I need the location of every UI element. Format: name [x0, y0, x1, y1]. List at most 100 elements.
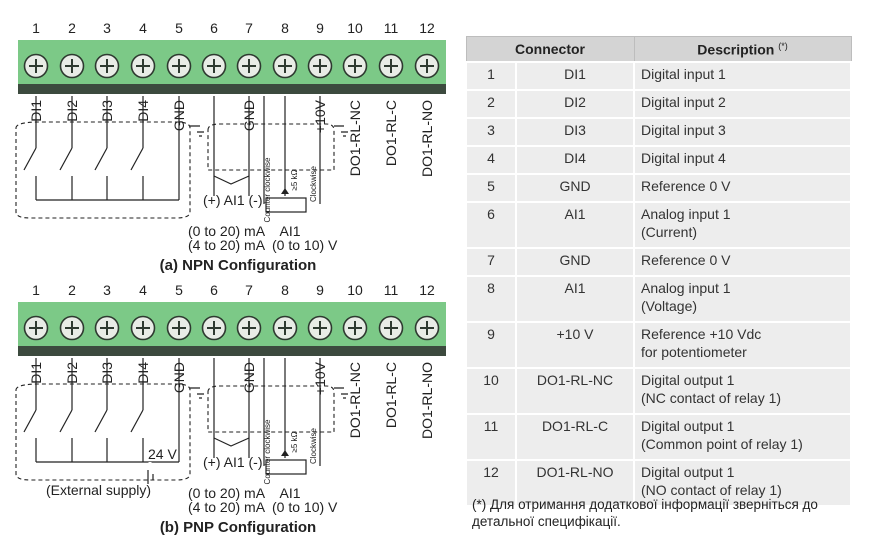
terminal-number: 8 [281, 20, 289, 36]
description-line: (NO contact of relay 1) [641, 482, 782, 498]
description-line: Digital input 3 [641, 122, 726, 138]
connector-number: 1 [465, 61, 517, 91]
terminal-number: 10 [347, 20, 363, 36]
pot-wiper-arrow [281, 450, 289, 456]
terminal-block [18, 302, 446, 346]
terminal-block-base [18, 84, 446, 94]
connector-name: DI4 [515, 145, 635, 175]
terminal-number: 6 [210, 282, 218, 298]
description-line: (Current) [641, 224, 698, 240]
terminal-number: 4 [139, 282, 147, 298]
header-note-mark: (*) [778, 40, 788, 51]
connector-number: 9 [465, 321, 517, 369]
connector-name: DO1-RL-NO [515, 459, 635, 507]
description-line: Analog input 1 [641, 206, 731, 222]
configuration-caption: (b) PNP Configuration [160, 519, 316, 536]
ground-symbol [190, 125, 204, 137]
ground-symbol [334, 387, 348, 399]
connector-description: Analog input 1 (Current) [633, 201, 852, 249]
pot-cw-label: Clockwise [309, 427, 318, 464]
terminal-number: 1 [32, 20, 40, 36]
terminal-block-base [18, 346, 446, 356]
terminal-number: 6 [210, 20, 218, 36]
connector-name: DI1 [515, 61, 635, 91]
current-range-label: (4 to 20) mA [188, 237, 266, 253]
terminal-number: 10 [347, 282, 363, 298]
pin-label: DO1-RL-C [383, 362, 399, 428]
connector-name: DI3 [515, 117, 635, 147]
connector-description: Reference 0 V [633, 173, 852, 203]
ai-voltage-label: AI1 [279, 485, 300, 501]
current-range-label: (0 to 20) mA [188, 223, 266, 239]
ground-symbol [334, 125, 348, 137]
connector-number: 5 [465, 173, 517, 203]
switch-contact [59, 147, 73, 171]
header-description-label: Description [697, 41, 775, 58]
header-description: Description (*) [633, 36, 852, 63]
ground-symbol [190, 387, 204, 399]
pot-value-label: ≥5 kΩ [290, 169, 299, 190]
terminal-number: 8 [281, 282, 289, 298]
description-line: (NC contact of relay 1) [641, 390, 782, 406]
terminal-number: 11 [384, 20, 399, 36]
connector-number: 11 [465, 413, 517, 461]
connector-name: AI1 [515, 201, 635, 249]
description-line: Analog input 1 [641, 280, 731, 296]
switch-contact [59, 409, 73, 433]
terminal-number: 9 [316, 282, 324, 298]
description-line: Digital output 1 [641, 372, 735, 388]
description-line: (Common point of relay 1) [641, 436, 803, 452]
potentiometer [265, 459, 307, 475]
switch-contact [23, 409, 37, 433]
current-range-label: (4 to 20) mA [188, 499, 266, 515]
inputs-dashed-shield [15, 383, 191, 481]
terminal-number: 4 [139, 20, 147, 36]
connector-number: 12 [465, 459, 517, 507]
description-line: Reference 0 V [641, 178, 731, 194]
analog-dashed-shield [207, 385, 335, 433]
connector-description: Reference +10 Vdc for potentiometer [633, 321, 852, 369]
connector-description: Digital input 1 [633, 61, 852, 91]
connector-name: AI1 [515, 275, 635, 323]
description-line: for potentiometer [641, 344, 747, 360]
connector-number: 4 [465, 145, 517, 175]
pin-label: DO1-RL-NO [419, 100, 435, 177]
voltage-range-label: (0 to 10) V [272, 499, 338, 515]
footnote: (*) Для отримання додаткової інформації … [472, 497, 818, 529]
terminal-block [18, 40, 446, 84]
voltage-range-label: (0 to 10) V [272, 237, 338, 253]
connector-description: Digital input 4 [633, 145, 852, 175]
connector-description: Digital input 2 [633, 89, 852, 119]
header-connector: Connector [465, 36, 635, 63]
switch-contact [130, 147, 144, 171]
terminal-number: 3 [103, 20, 111, 36]
connector-number: 6 [465, 201, 517, 249]
description-line: Reference +10 Vdc [641, 326, 762, 342]
terminal-number: 12 [419, 20, 435, 36]
terminal-number: 7 [245, 20, 253, 36]
connector-name: GND [515, 173, 635, 203]
terminal-number: 11 [384, 282, 399, 298]
terminal-number: 2 [68, 20, 76, 36]
connector-number: 2 [465, 89, 517, 119]
connector-name: DO1-RL-C [515, 413, 635, 461]
pin-label: DO1-RL-NC [347, 362, 363, 438]
potentiometer [265, 197, 307, 213]
description-line: Reference 0 V [641, 252, 731, 268]
switch-contact [130, 409, 144, 433]
pot-wiper-arrow [281, 188, 289, 194]
external-supply-label: (External supply) [46, 482, 151, 498]
configuration-caption: (a) NPN Configuration [160, 257, 317, 274]
description-line: Digital input 2 [641, 94, 726, 110]
terminal-number: 7 [245, 282, 253, 298]
